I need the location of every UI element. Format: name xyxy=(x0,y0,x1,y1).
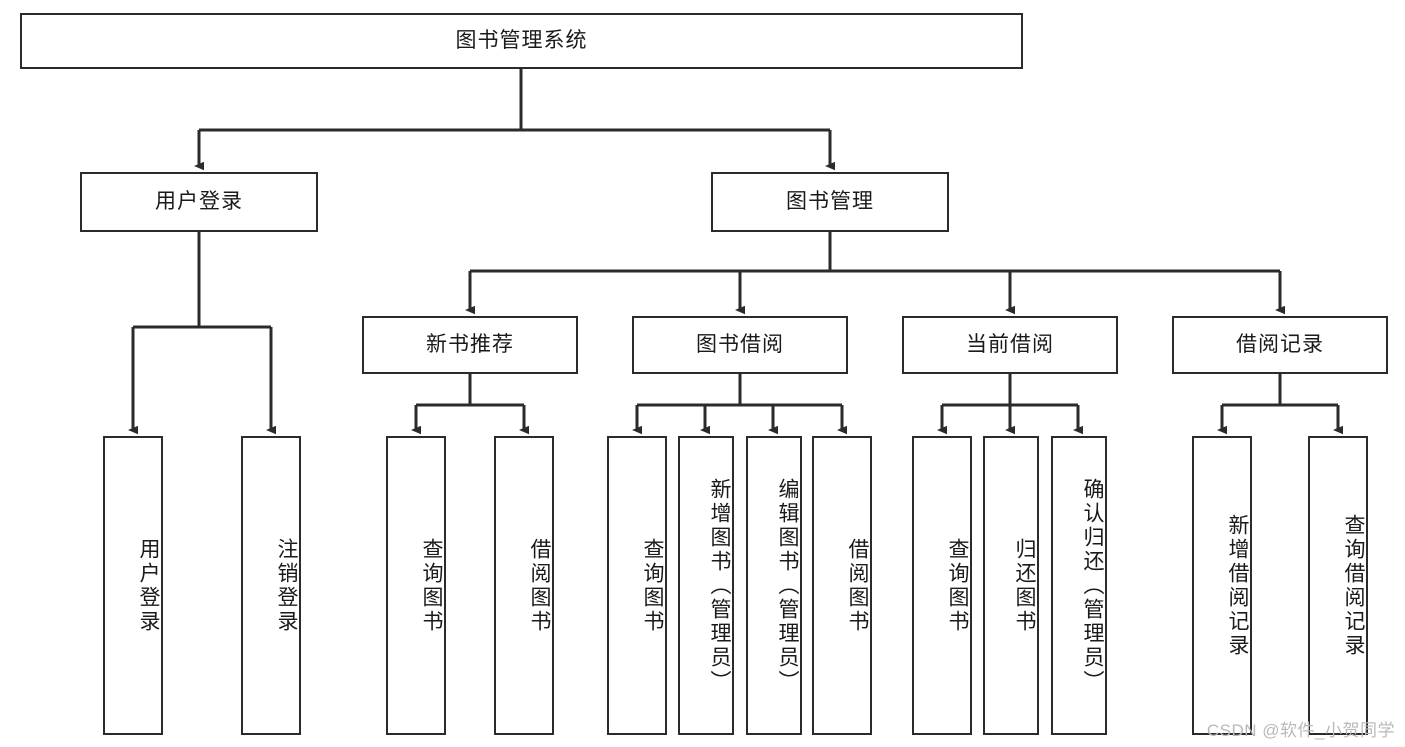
node-label: 归还图书 xyxy=(1013,537,1036,634)
node-user-login[interactable]: 用户登录 xyxy=(80,172,318,232)
leaf-confirm-return-admin[interactable]: 确认归还（管理员） xyxy=(1051,436,1107,735)
watermark-text: CSDN @软件_小贺同学 xyxy=(1206,721,1395,740)
node-book-borrow[interactable]: 图书借阅 xyxy=(632,316,848,374)
leaf-user-login[interactable]: 用户登录 xyxy=(103,436,163,735)
leaf-borrow-book[interactable]: 借阅图书 xyxy=(812,436,872,735)
leaf-add-book-admin[interactable]: 新增图书（管理员） xyxy=(678,436,734,735)
node-label: 图书借阅 xyxy=(696,333,784,357)
node-book-management[interactable]: 图书管理 xyxy=(711,172,949,232)
node-label: 新增借阅记录 xyxy=(1226,513,1249,658)
node-label: 用户登录 xyxy=(155,190,243,214)
leaf-query-book-current[interactable]: 查询图书 xyxy=(912,436,972,735)
node-label: 用户登录 xyxy=(137,537,160,634)
leaf-query-book-recommend[interactable]: 查询图书 xyxy=(386,436,446,735)
leaf-add-borrow-record[interactable]: 新增借阅记录 xyxy=(1192,436,1252,735)
leaf-query-book-borrow[interactable]: 查询图书 xyxy=(607,436,667,735)
node-label: 当前借阅 xyxy=(966,333,1054,357)
node-borrow-record[interactable]: 借阅记录 xyxy=(1172,316,1388,374)
node-label: 新增图书（管理员） xyxy=(708,477,731,694)
node-label: 图书管理系统 xyxy=(455,29,588,53)
node-label: 查询图书 xyxy=(420,537,443,634)
node-label: 新书推荐 xyxy=(426,333,514,357)
leaf-return-book[interactable]: 归还图书 xyxy=(983,436,1039,735)
node-label: 注销登录 xyxy=(275,537,298,634)
node-label: 图书管理 xyxy=(786,190,874,214)
node-current-borrow[interactable]: 当前借阅 xyxy=(902,316,1118,374)
node-label: 借阅记录 xyxy=(1236,333,1324,357)
node-label: 确认归还（管理员） xyxy=(1081,477,1104,694)
node-new-book-recommend[interactable]: 新书推荐 xyxy=(362,316,578,374)
leaf-edit-book-admin[interactable]: 编辑图书（管理员） xyxy=(746,436,802,735)
leaf-borrow-book-recommend[interactable]: 借阅图书 xyxy=(494,436,554,735)
node-label: 查询图书 xyxy=(946,537,969,634)
node-label: 借阅图书 xyxy=(528,537,551,634)
leaf-logout[interactable]: 注销登录 xyxy=(241,436,301,735)
node-label: 查询借阅记录 xyxy=(1342,513,1365,658)
node-label: 编辑图书（管理员） xyxy=(776,477,799,694)
node-label: 查询图书 xyxy=(641,537,664,634)
leaf-query-borrow-record[interactable]: 查询借阅记录 xyxy=(1308,436,1368,735)
node-root-book-management-system[interactable]: 图书管理系统 xyxy=(20,13,1023,69)
node-label: 借阅图书 xyxy=(846,537,869,634)
